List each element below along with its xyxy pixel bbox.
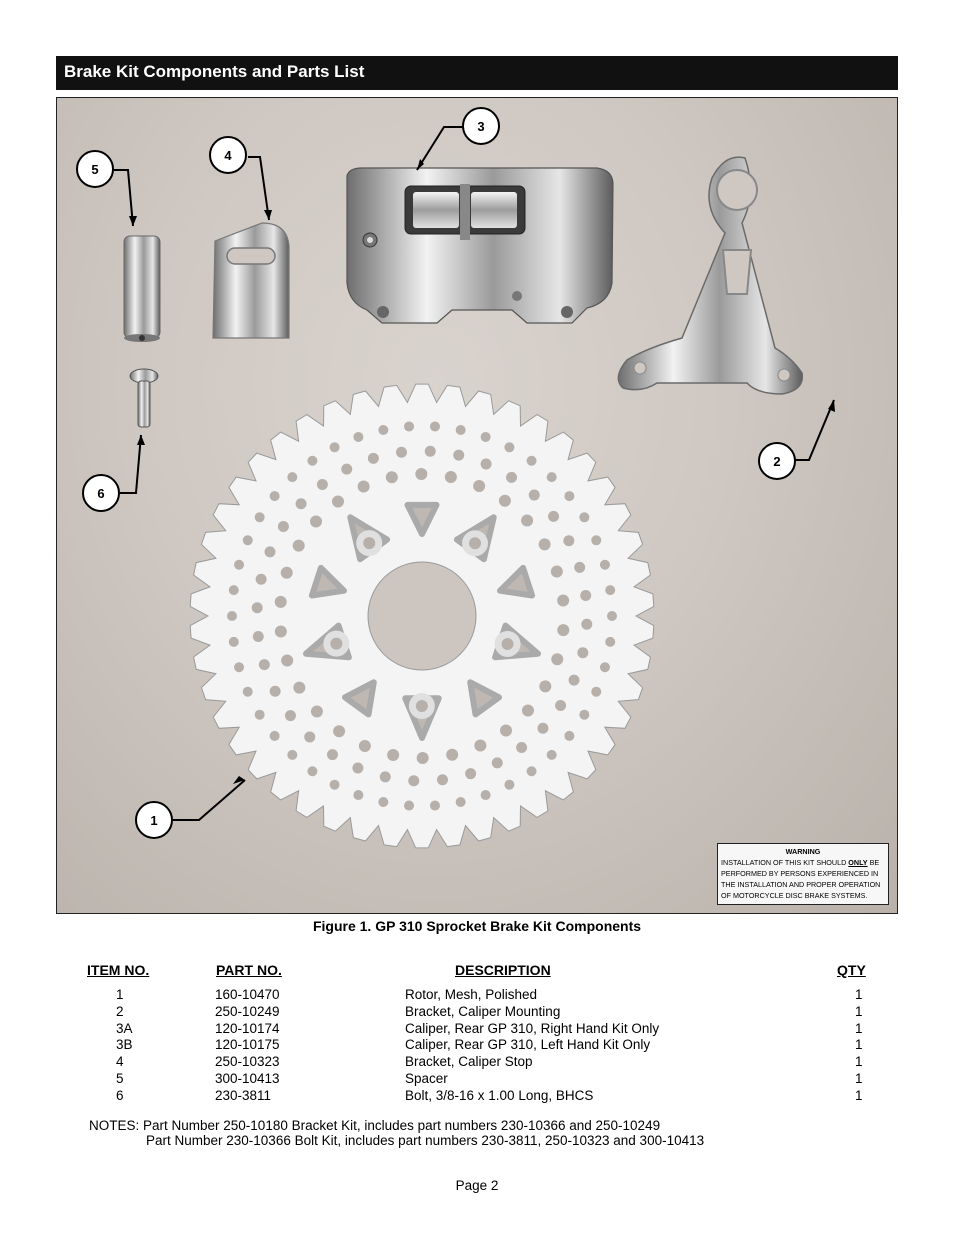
part-no-cell: 250-10323 xyxy=(215,1054,280,1070)
item-no-cell: 3B xyxy=(116,1037,133,1053)
warning-line-3: THE INSTALLATION AND PROPER OPERATION xyxy=(721,880,881,889)
item-no-cell: 4 xyxy=(116,1054,124,1070)
spacer xyxy=(123,235,161,342)
section-header-bar: Brake Kit Components and Parts List xyxy=(56,56,898,90)
notes-line-2: Part Number 230-10366 Bolt Kit, includes… xyxy=(146,1133,705,1148)
description-cell: Spacer xyxy=(405,1071,448,1086)
warning-box: WARNING INSTALLATION OF THIS KIT SHOULD … xyxy=(717,843,889,905)
warning-line-1: INSTALLATION OF THIS KIT SHOULD ONLY BE xyxy=(721,858,880,867)
qty-cell: 1 xyxy=(855,1054,863,1070)
caliper xyxy=(346,167,614,324)
qty-cell: 1 xyxy=(855,1020,863,1036)
description-cell: Rotor, Mesh, Polished xyxy=(405,987,538,1002)
svg-text:4: 4 xyxy=(224,148,232,163)
header-part-no: PART NO. xyxy=(216,962,282,978)
part-no-cell: 300-10413 xyxy=(215,1071,280,1086)
callout-4: 4 xyxy=(209,136,247,174)
qty-cell: 1 xyxy=(855,1071,863,1086)
item-no-cell: 2 xyxy=(116,1003,124,1019)
figure-caption: Figure 1. GP 310 Sprocket Brake Kit Comp… xyxy=(312,918,642,934)
header-item-no: ITEM NO. xyxy=(87,962,150,978)
description-cell: Caliper, Rear GP 310, Right Hand Kit Onl… xyxy=(405,1020,660,1036)
qty-cell: 1 xyxy=(855,1037,863,1053)
sprocket-rotor xyxy=(189,383,655,849)
components-illustration: 1 2 3 4 5 6 xyxy=(76,107,835,849)
caliper-mounting-bracket xyxy=(617,156,804,395)
table-row: 2 250-10249 Bracket, Caliper Mounting 1 xyxy=(0,1004,954,1021)
table-row: 3A 120-10174 Caliper, Rear GP 310, Right H… xyxy=(0,1021,954,1038)
item-no-cell: 1 xyxy=(116,987,124,1002)
warning-line-2: PERFORMED BY PERSONS EXPERIENCED IN xyxy=(721,869,879,878)
warning-title: WARNING xyxy=(785,847,821,856)
figure-photo: 1 2 3 4 5 6 WARNING INSTALLATION OF THIS… xyxy=(56,97,898,914)
svg-text:2: 2 xyxy=(773,454,780,469)
item-no-cell: 3A xyxy=(116,1020,133,1036)
part-no-cell: 230-3811 xyxy=(215,1087,272,1103)
page-number: Page 2 xyxy=(455,1178,499,1193)
svg-text:6: 6 xyxy=(97,486,104,501)
part-no-cell: 160-10470 xyxy=(215,987,280,1002)
item-no-cell: 5 xyxy=(116,1071,124,1086)
callout-1: 1 xyxy=(135,801,173,839)
table-row: 4 250-10323 Bracket, Caliper Stop 1 xyxy=(0,1054,954,1071)
callout-5: 5 xyxy=(76,150,114,188)
description-cell: Caliper, Rear GP 310, Left Hand Kit Only xyxy=(405,1037,651,1053)
table-row: 6 230-3811 Bolt, 3/8-16 x 1.00 Long, BHCS 1 xyxy=(0,1088,954,1105)
qty-cell: 1 xyxy=(855,987,863,1002)
qty-cell: 1 xyxy=(855,1087,863,1103)
svg-text:3: 3 xyxy=(477,119,484,134)
caliper-stop-bracket xyxy=(212,222,290,339)
svg-text:1: 1 xyxy=(150,813,157,828)
warning-line-4: OF MOTORCYCLE DISC BRAKE SYSTEMS. xyxy=(721,891,868,900)
callout-arrowheads xyxy=(129,159,835,784)
callout-leaders xyxy=(112,126,835,821)
item-no-cell: 6 xyxy=(116,1087,124,1103)
callout-2: 2 xyxy=(758,442,796,480)
qty-cell: 1 xyxy=(855,1003,863,1019)
description-cell: Bracket, Caliper Mounting xyxy=(405,1003,561,1019)
table-row: 5 300-10413 Spacer 1 xyxy=(0,1071,954,1088)
bolt xyxy=(129,368,159,428)
part-no-cell: 250-10249 xyxy=(215,1003,280,1019)
description-cell: Bolt, 3/8-16 x 1.00 Long, BHCS xyxy=(405,1087,594,1103)
header-qty: QTY xyxy=(837,962,866,978)
section-title: Brake Kit Components and Parts List xyxy=(64,62,365,81)
callout-3: 3 xyxy=(462,107,500,145)
svg-text:5: 5 xyxy=(91,162,98,177)
table-row: 3B 120-10175 Caliper, Rear GP 310, Left Ha… xyxy=(0,1037,954,1054)
table-row: 1 160-10470 Rotor, Mesh, Polished 1 xyxy=(0,987,954,1004)
callout-6: 6 xyxy=(82,474,120,512)
notes-line-1: NOTES: Part Number 250-10180 Bracket Kit… xyxy=(89,1118,661,1133)
description-cell: Bracket, Caliper Stop xyxy=(405,1054,533,1070)
part-no-cell: 120-10174 xyxy=(215,1020,280,1036)
header-description: DESCRIPTION xyxy=(455,962,551,978)
part-no-cell: 120-10175 xyxy=(215,1037,280,1053)
